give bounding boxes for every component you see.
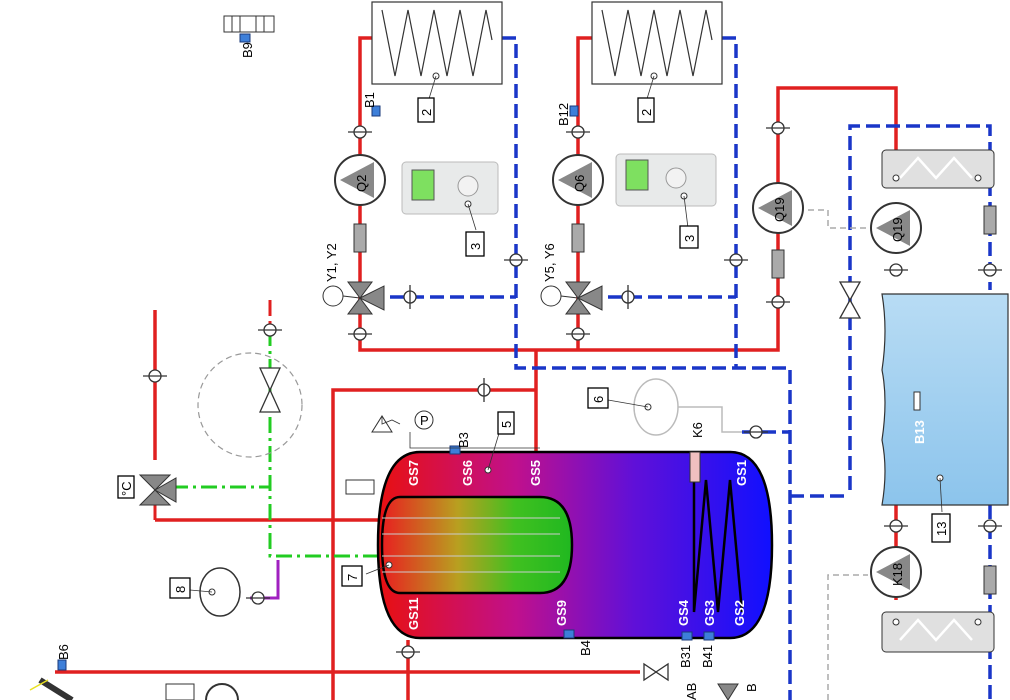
electric-heater	[345, 479, 375, 495]
label-b12: B12	[556, 103, 571, 126]
collector-icon	[29, 677, 74, 700]
callout-2b: 2	[639, 109, 654, 116]
label-gs9: GS9	[554, 600, 569, 626]
red-dashdot-pipes	[153, 300, 272, 520]
label-q19b: Q19	[890, 217, 905, 242]
label-p: P	[420, 413, 429, 428]
purple-pipe	[250, 560, 280, 600]
label-k18: K18	[890, 563, 905, 586]
pump-q19-left	[752, 182, 804, 234]
sensors	[57, 33, 715, 671]
pump-q2	[334, 154, 386, 206]
outdoor-sensor-b9	[223, 15, 275, 33]
heat-exchanger-bottom	[881, 611, 995, 653]
label-y5y6: Y5, Y6	[542, 243, 557, 282]
text-labels: B9 B1 B12 B6 B3 B4 B31 B41 B13 K6 P Q2 Q…	[56, 42, 927, 700]
callout-3b: 3	[682, 235, 697, 242]
safety-group-outline	[197, 352, 303, 458]
buffer-tank-13	[881, 293, 1009, 513]
label-b9: B9	[240, 42, 255, 58]
label-gs4: GS4	[676, 599, 691, 626]
callout-5: 5	[499, 421, 514, 428]
label-b4: B4	[578, 640, 593, 656]
storage-tank	[365, 429, 774, 640]
thermostatic-mixing-valve	[138, 474, 177, 506]
label-b1: B1	[362, 92, 377, 108]
mixing-valve-2	[540, 281, 603, 315]
label-b3: B3	[456, 432, 471, 448]
label-gs1: GS1	[734, 460, 749, 486]
label-gs2: GS2	[732, 600, 747, 626]
label-ab: AB	[684, 683, 699, 700]
heat-exchanger-top	[881, 149, 995, 189]
label-q19a: Q19	[772, 197, 787, 222]
label-gs6: GS6	[460, 460, 475, 486]
callout-boxes	[117, 97, 951, 599]
label-q2: Q2	[354, 175, 369, 192]
callout-numbers: 2 2 3 3 5 6 7 8 13	[173, 109, 949, 593]
gray-control-lines	[808, 209, 868, 700]
bottom-device	[165, 683, 239, 700]
three-way-valve-bottom	[717, 683, 739, 700]
label-gs11: GS11	[406, 597, 421, 630]
room-controller-2	[615, 153, 717, 229]
label-y1y2: Y1, Y2	[324, 243, 339, 282]
gate-valves	[258, 281, 862, 682]
label-gs7: GS7	[406, 460, 421, 486]
callout-3a: 3	[468, 243, 483, 250]
label-q6: Q6	[572, 175, 587, 192]
label-gs3: GS3	[702, 600, 717, 626]
callout-8: 8	[173, 586, 188, 593]
label-b6: B6	[56, 644, 71, 660]
label-deg-c: °C	[119, 481, 134, 496]
label-gs5: GS5	[528, 460, 543, 486]
pump-q19-right	[870, 202, 922, 254]
expansion-vessel-8	[189, 567, 241, 617]
label-b13: B13	[912, 420, 927, 444]
flow-indicators	[353, 205, 997, 595]
radiator-2	[591, 1, 723, 103]
callout-7: 7	[345, 574, 360, 581]
solar-pipes	[172, 330, 380, 558]
label-b31: B31	[678, 645, 693, 668]
callout-2a: 2	[419, 109, 434, 116]
supply-pipes	[55, 36, 898, 700]
ball-valves	[143, 121, 1002, 659]
label-k6: K6	[690, 422, 705, 438]
expansion-vessel-6	[607, 378, 742, 436]
radiator-1	[371, 1, 503, 103]
callout-13: 13	[934, 522, 949, 536]
callout-6: 6	[591, 396, 606, 403]
pump-k18	[870, 546, 922, 598]
pump-q6	[552, 154, 604, 206]
room-controller-1	[401, 161, 499, 231]
pressure-gauge	[371, 410, 540, 449]
mixing-valve-1	[322, 281, 385, 315]
label-b: B	[744, 683, 759, 692]
label-b41: B41	[700, 645, 715, 668]
